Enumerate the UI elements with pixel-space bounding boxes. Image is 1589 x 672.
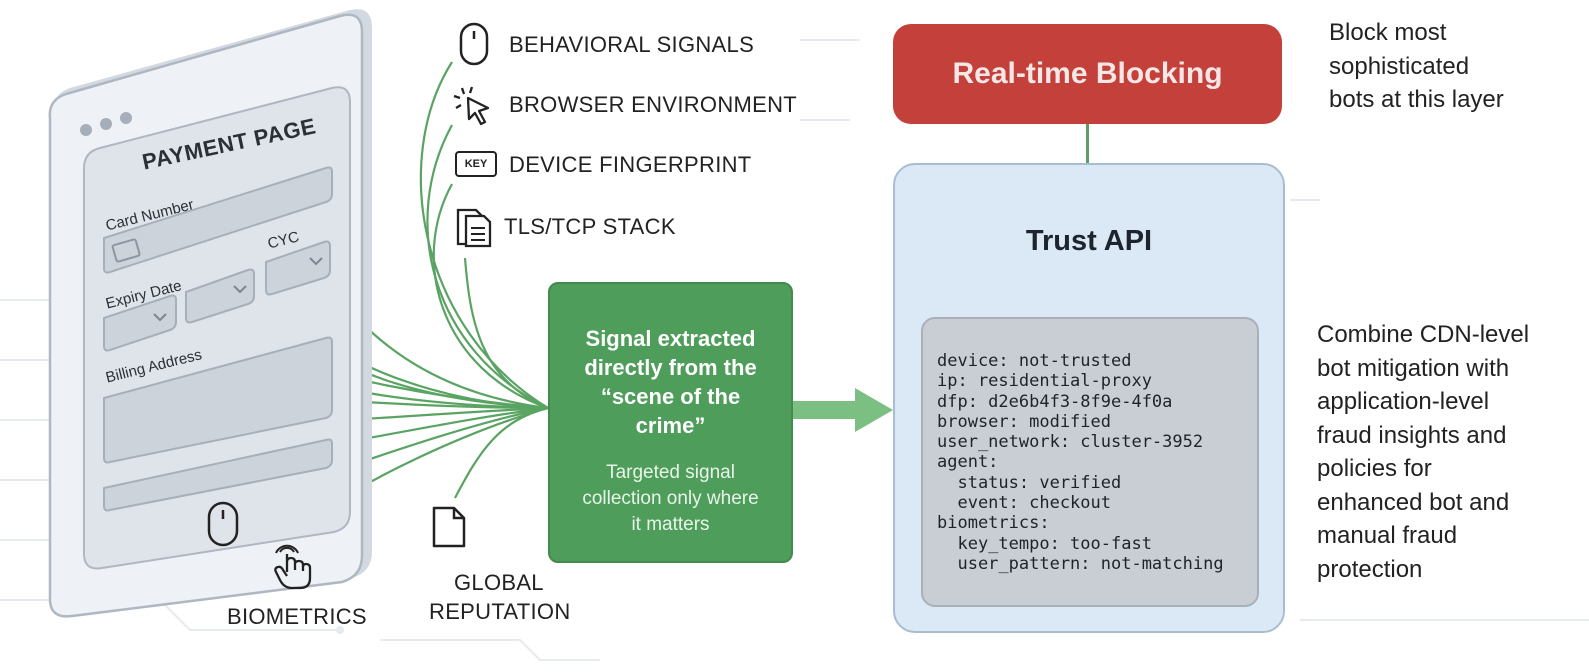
response-code-line: ip: residential-proxy — [937, 371, 1152, 392]
combine-note-line: manual fraud — [1317, 522, 1458, 549]
key-icon: KEY — [455, 151, 497, 177]
mouse-icon — [459, 22, 489, 66]
signal-sub-line: collection only where — [582, 488, 759, 509]
combine-note-line: fraud insights and — [1317, 421, 1507, 449]
document-stack-icon — [456, 208, 492, 248]
response-code-line: dfp: d2e6b4f3-8f9e-4f0a — [937, 391, 1173, 412]
biometrics-label: BIOMETRICS — [227, 604, 367, 629]
signal-title-line: Signal extracted — [585, 326, 756, 351]
signal-box-title: Signal extracted directly from the “scen… — [560, 324, 781, 440]
blocking-note: Block most sophisticated bots at this la… — [1329, 16, 1504, 117]
signal-title-line: crime” — [635, 413, 706, 438]
browser-environment-label: BROWSER ENVIRONMENT — [509, 92, 798, 117]
blocking-note-line: Block most — [1329, 19, 1447, 46]
response-code-line: event: checkout — [937, 493, 1111, 514]
reputation-label: REPUTATION — [429, 599, 571, 624]
signal-sub-line: it matters — [631, 514, 710, 535]
response-code-line: device: not-trusted — [937, 351, 1132, 371]
signal-sub-line: Targeted signal — [606, 462, 735, 483]
blocking-note-line: sophisticated — [1329, 52, 1470, 80]
document-icon — [432, 506, 466, 548]
real-time-blocking-box: Real-time Blocking — [893, 24, 1282, 124]
signal-box-subtitle: Targeted signal collection only where it… — [560, 460, 781, 538]
blocking-connector — [1086, 124, 1089, 164]
signal-extracted-box: Signal extracted directly from the “scen… — [548, 282, 793, 563]
combine-note-line: application-level — [1317, 388, 1490, 415]
global-label: GLOBAL — [454, 570, 544, 595]
device-fingerprint-label: DEVICE FINGERPRINT — [509, 152, 752, 177]
combine-note-line: bot mitigation with — [1317, 354, 1510, 382]
cursor-click-icon — [453, 86, 490, 126]
combine-note-line: enhanced bot and — [1317, 488, 1510, 516]
flow-arrow — [789, 388, 893, 432]
tls-tcp-label: TLS/TCP STACK — [504, 214, 676, 239]
signal-title-line: “scene of the — [600, 384, 741, 409]
trust-api-title: Trust API — [1025, 225, 1153, 257]
response-code-line: biometrics: — [937, 513, 1050, 534]
response-code-line: user_network: cluster-3952 — [937, 432, 1204, 453]
response-code-line: browser: modified — [937, 411, 1111, 432]
mouse-icon-biometrics — [207, 501, 239, 547]
touch-hand-icon — [274, 544, 312, 590]
combine-note-line: protection — [1317, 555, 1423, 583]
combine-note-line: Combine CDN-level — [1317, 321, 1530, 348]
signal-title-line: directly from the — [584, 355, 757, 380]
response-code-line: key_tempo: too-fast — [937, 533, 1152, 554]
combine-note: Combine CDN-level bot mitigation with ap… — [1317, 318, 1529, 586]
blocking-note-line: bots at this layer — [1329, 86, 1504, 113]
response-code-line: agent: — [937, 452, 999, 473]
combine-note-line: policies for — [1317, 455, 1432, 482]
response-code-line: user_pattern: not-matching — [937, 553, 1224, 574]
response-code-line: status: verified — [937, 472, 1122, 493]
behavioral-signals-label: BEHAVIORAL SIGNALS — [509, 32, 755, 57]
